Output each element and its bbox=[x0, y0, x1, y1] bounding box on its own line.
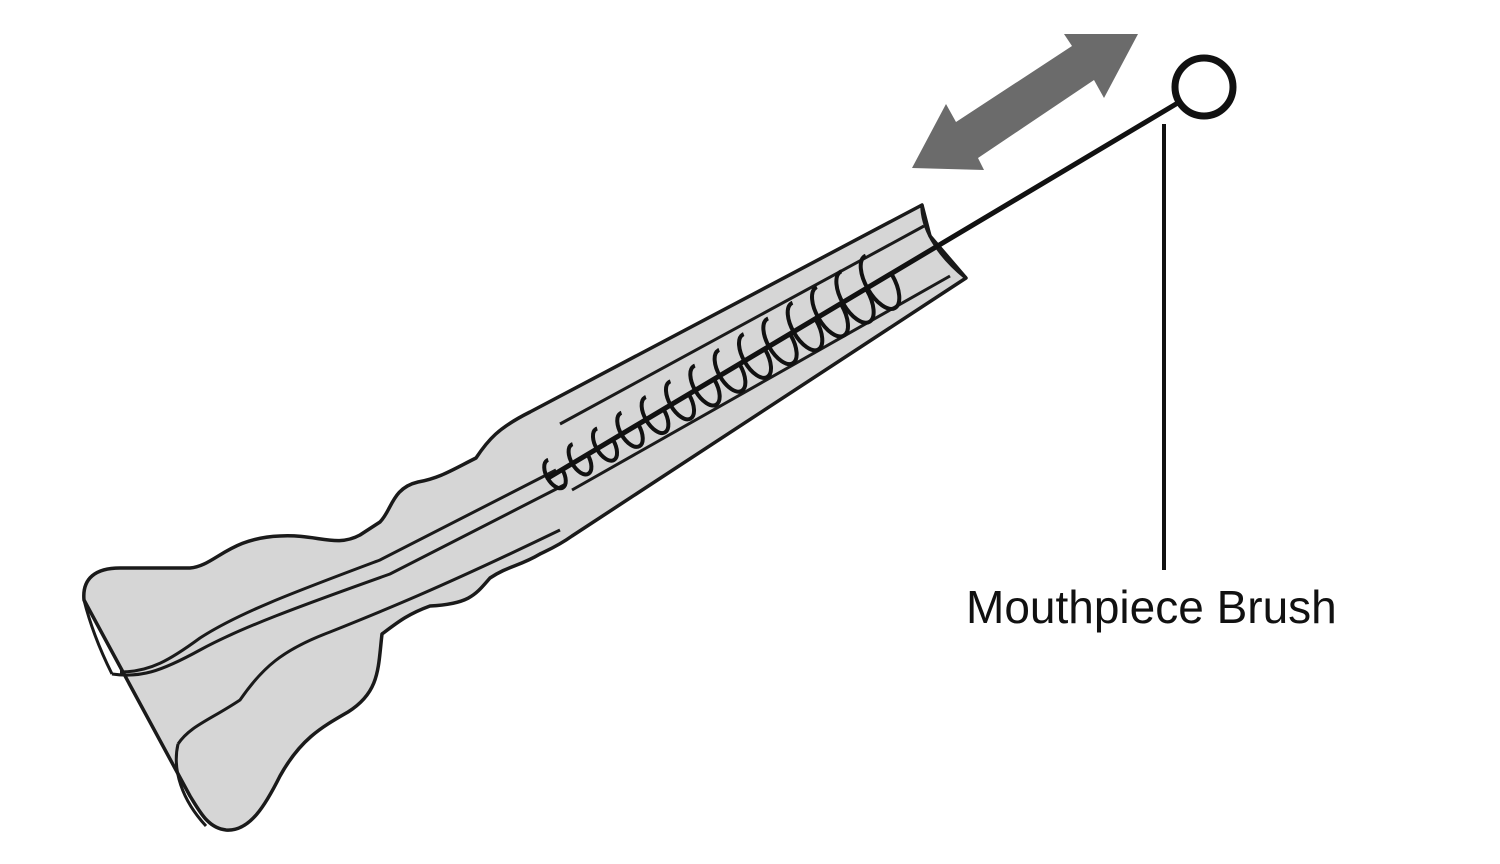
bristle-loop bbox=[590, 426, 620, 463]
double-arrow-icon bbox=[912, 34, 1138, 170]
mouthpiece-contour-lower bbox=[176, 528, 561, 745]
brush-shaft bbox=[545, 101, 1179, 481]
mouthpiece-body bbox=[82, 203, 968, 832]
bristle-loop bbox=[615, 410, 645, 449]
bristle-loop bbox=[566, 441, 594, 477]
brush-label: Mouthpiece Brush bbox=[966, 581, 1337, 633]
bristle-loop bbox=[810, 284, 850, 339]
brush-bristles bbox=[542, 253, 902, 491]
ring-handle-icon bbox=[1171, 54, 1237, 120]
mouthpiece-contour-top bbox=[82, 599, 114, 675]
bristle-loop bbox=[712, 347, 748, 394]
bristle-loop bbox=[542, 457, 568, 491]
mouthpiece-contour-middle bbox=[111, 482, 567, 677]
bristle-loop bbox=[858, 253, 902, 311]
bristle-loop bbox=[736, 331, 774, 380]
mouthpiece-bore-inner-bottom bbox=[571, 274, 951, 492]
bristle-loop bbox=[688, 363, 722, 408]
bristle-loop bbox=[663, 379, 697, 422]
mouthpiece-bore-opening bbox=[920, 204, 968, 280]
mouthpiece-contour-bottom bbox=[174, 743, 208, 828]
mouthpiece-contour-upper bbox=[119, 468, 557, 674]
bristle-loop bbox=[785, 300, 825, 353]
brush bbox=[542, 54, 1237, 491]
mouthpiece bbox=[82, 203, 968, 832]
